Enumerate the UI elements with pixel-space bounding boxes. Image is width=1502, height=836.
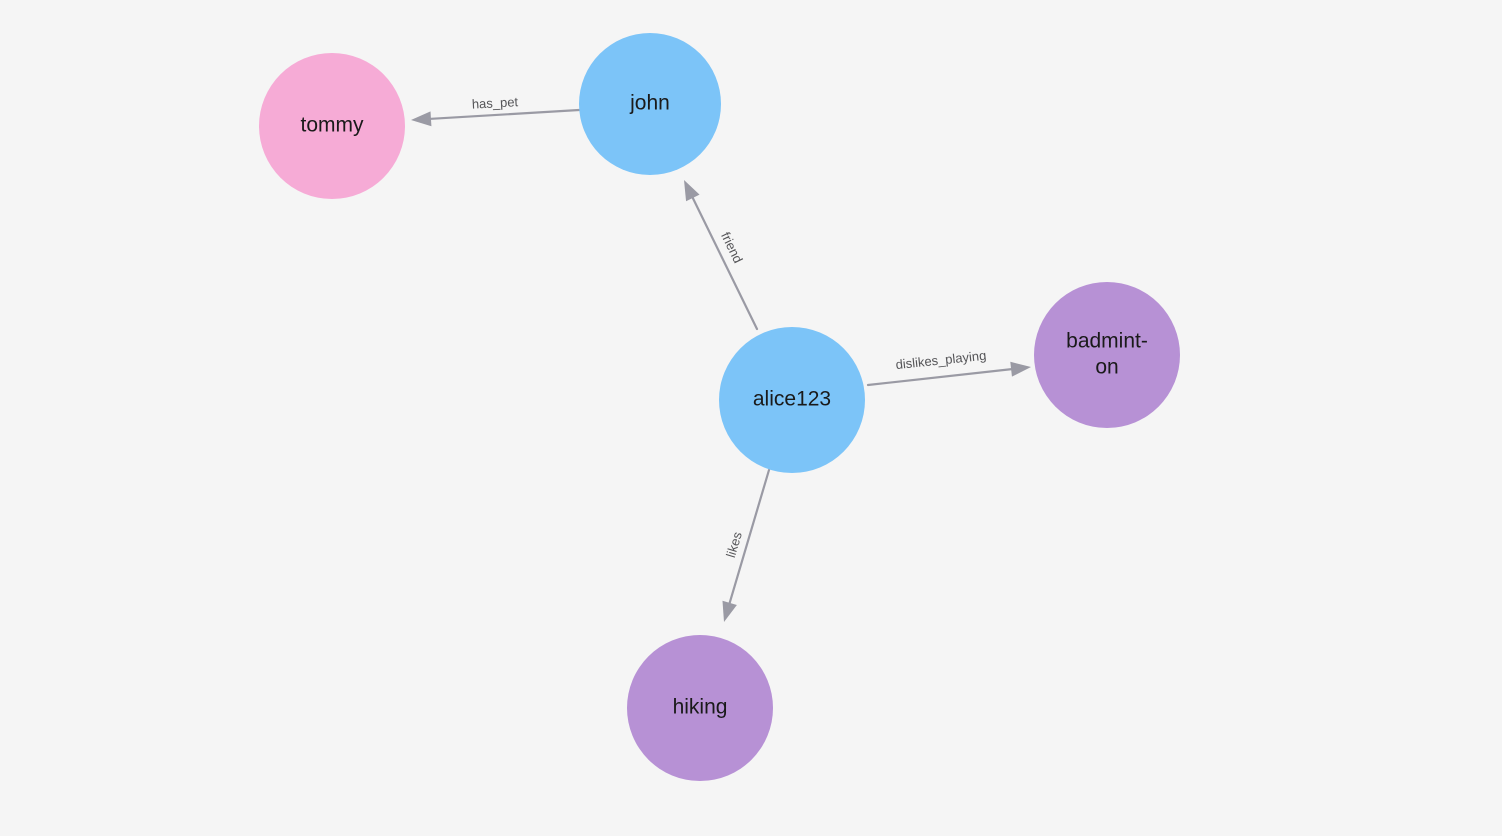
edge-line xyxy=(425,108,581,121)
node-circle[interactable] xyxy=(719,327,865,473)
node-circle[interactable] xyxy=(259,53,405,199)
graph-node-tommy[interactable]: tommy xyxy=(259,53,405,199)
edge-line xyxy=(689,193,759,331)
graph-edge[interactable]: has_pet xyxy=(411,94,581,127)
graph-node-badminton[interactable]: badmint-on xyxy=(1034,282,1180,428)
edge-label: dislikes_playing xyxy=(895,348,987,372)
edge-label: likes xyxy=(723,530,745,560)
graph-node-alice123[interactable]: alice123 xyxy=(719,327,865,473)
edge-arrowhead xyxy=(684,180,700,202)
edge-arrowhead xyxy=(1010,361,1031,377)
edge-arrowhead xyxy=(722,600,737,622)
node-circle[interactable] xyxy=(627,635,773,781)
graph-edge[interactable]: dislikes_playing xyxy=(866,348,1031,387)
graph-edge[interactable]: likes xyxy=(722,468,771,622)
nodes-layer: tommy john alice123 badmint-on hiking xyxy=(259,33,1180,781)
edge-arrowhead xyxy=(411,111,432,127)
graph-edge[interactable]: friend xyxy=(684,180,759,331)
graph-node-hiking[interactable]: hiking xyxy=(627,635,773,781)
graph-node-john[interactable]: john xyxy=(579,33,721,175)
node-circle[interactable] xyxy=(1034,282,1180,428)
edge-label: has_pet xyxy=(471,94,518,111)
node-circle[interactable] xyxy=(579,33,721,175)
edge-line xyxy=(727,468,771,608)
edge-line xyxy=(866,367,1017,387)
